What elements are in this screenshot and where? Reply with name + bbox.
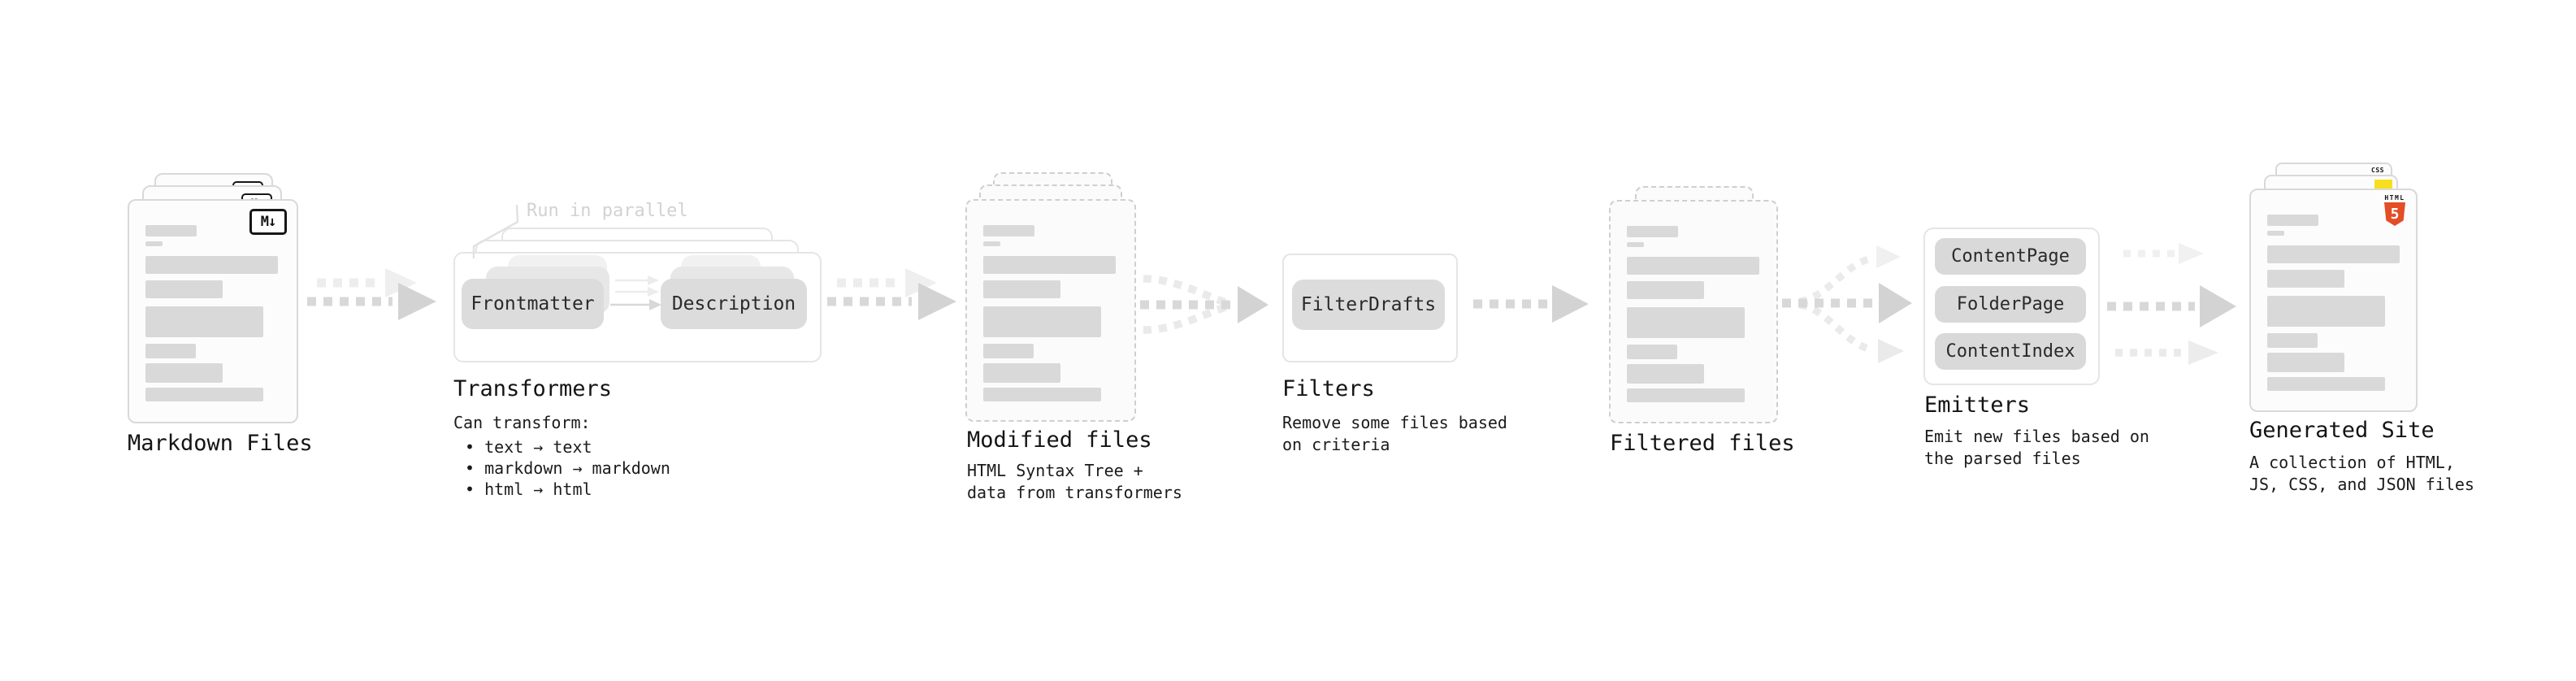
text-line-bar xyxy=(145,363,223,383)
arrow-modified-to-filters xyxy=(1140,275,1268,334)
arrow-filters-to-filtered xyxy=(1473,285,1589,323)
transformers-bullet-list: • text → text • markdown → markdown • ht… xyxy=(465,437,670,499)
text-line-bar xyxy=(983,388,1101,401)
text-line-bar xyxy=(1627,307,1745,338)
arrow-markdown-to-transformers xyxy=(307,268,436,320)
text-line-bar xyxy=(145,256,278,274)
text-line-bar xyxy=(145,388,263,401)
text-line-bar xyxy=(1627,345,1677,359)
text-line-bar xyxy=(2267,245,2400,263)
text-line-bar xyxy=(2267,215,2318,226)
text-line-bar xyxy=(145,280,223,298)
text-line-bar xyxy=(145,241,163,246)
run-in-parallel-annotation: Run in parallel xyxy=(527,201,688,221)
text-line-bar xyxy=(2267,353,2344,372)
html5-icon: HTML 5 xyxy=(2383,194,2406,226)
text-line-bar xyxy=(2267,296,2385,327)
run-in-parallel-bracket xyxy=(472,204,519,258)
text-line-bar xyxy=(1627,364,1704,384)
text-line-bar xyxy=(2267,270,2344,288)
stage-label-modified-files: Modified files xyxy=(967,427,1152,453)
transformers-description-title: Can transform: xyxy=(453,413,591,432)
text-line-bar xyxy=(145,225,197,236)
stage-label-markdown-files: Markdown Files xyxy=(128,431,313,456)
arrow-transformers-to-modified xyxy=(827,268,956,320)
arrow-filtered-to-emitters xyxy=(1782,245,1912,363)
file-card-front xyxy=(965,199,1136,422)
modified-files-description: HTML Syntax Tree + data from transformer… xyxy=(967,461,1182,502)
markdown-icon: M↓ xyxy=(249,209,287,235)
folderpage-pill: FolderPage xyxy=(1935,286,2086,323)
text-line-bar xyxy=(2267,377,2385,391)
generated-site-description: A collection of HTML, JS, CSS, and JSON … xyxy=(2249,453,2474,494)
contentpage-pill: ContentPage xyxy=(1935,238,2086,275)
text-line-bar xyxy=(983,256,1116,274)
description-pill: Description xyxy=(661,279,807,329)
text-line-bar xyxy=(1627,281,1704,299)
text-line-bar xyxy=(983,280,1060,298)
file-card-front: HTML 5 xyxy=(2249,189,2418,412)
stage-label-emitters: Emitters xyxy=(1924,393,2031,418)
contentindex-pill: ContentIndex xyxy=(1935,333,2086,370)
stage-label-filters: Filters xyxy=(1282,376,1375,401)
text-line-bar xyxy=(1627,388,1745,402)
text-line-bar xyxy=(1627,257,1759,275)
text-line-bar xyxy=(983,241,1000,246)
emitters-description: Emit new files based on the parsed files xyxy=(1924,427,2149,468)
transform-mini-arrows xyxy=(610,275,661,310)
stage-label-filtered-files: Filtered files xyxy=(1610,431,1795,456)
filterdrafts-pill: FilterDrafts xyxy=(1292,280,1445,330)
stage-label-transformers: Transformers xyxy=(453,376,613,401)
javascript-icon xyxy=(2374,180,2392,189)
stage-label-generated-site: Generated Site xyxy=(2249,418,2435,443)
text-line-bar xyxy=(2267,231,2284,236)
text-line-bar xyxy=(983,306,1101,337)
file-card-front xyxy=(1609,200,1778,423)
text-line-bar xyxy=(983,344,1034,358)
text-line-bar xyxy=(1627,242,1644,247)
file-card-front: M↓ xyxy=(128,199,298,423)
text-line-bar xyxy=(145,344,196,358)
filters-description: Remove some files based on criteria xyxy=(1282,413,1507,454)
text-line-bar xyxy=(983,363,1060,383)
html5-icon-text: HTML xyxy=(2384,194,2405,202)
text-line-bar xyxy=(1627,226,1678,237)
text-line-bar xyxy=(145,306,263,337)
arrow-emitters-to-generated xyxy=(2107,243,2236,365)
frontmatter-pill: Frontmatter xyxy=(462,279,604,329)
text-line-bar xyxy=(2267,333,2318,348)
html5-icon-shield: 5 xyxy=(2384,202,2405,226)
text-line-bar xyxy=(983,225,1034,236)
